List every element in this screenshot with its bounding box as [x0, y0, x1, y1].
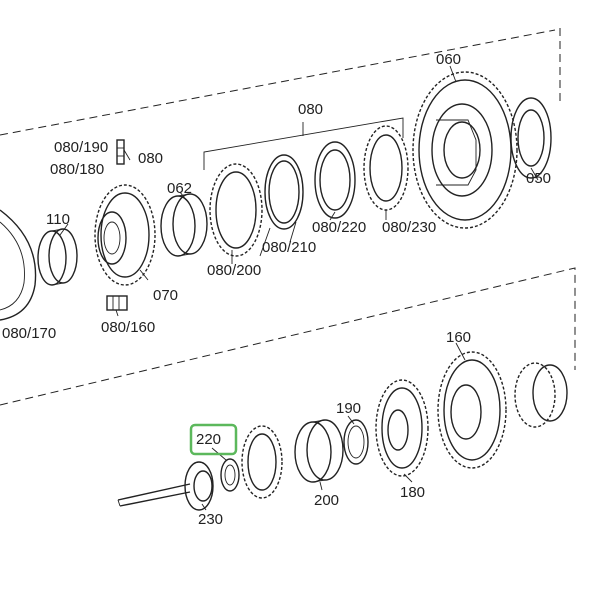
label-080[interactable]: 080	[298, 101, 323, 118]
part-080-220-ring[interactable]	[314, 141, 356, 219]
label-200[interactable]: 200	[314, 492, 339, 509]
label-190[interactable]: 190	[336, 400, 361, 417]
label-220[interactable]: 220	[196, 431, 221, 448]
label-070[interactable]: 070	[153, 287, 178, 304]
label-060[interactable]: 060	[436, 51, 461, 68]
part-shaft-bolt[interactable]	[117, 483, 191, 507]
upper-assembly-boundary	[0, 28, 576, 406]
part-180-gear[interactable]	[375, 379, 429, 477]
part-080-180-spring[interactable]	[116, 139, 125, 165]
part-080-160-block[interactable]	[106, 295, 128, 311]
label-080-200[interactable]: 080/200	[207, 262, 261, 279]
label-080-side[interactable]: 080	[138, 150, 163, 167]
part-050-washer[interactable]	[510, 97, 552, 179]
part-220-washer[interactable]	[220, 458, 240, 492]
highlight-box-220[interactable]	[189, 423, 238, 456]
part-end-gear[interactable]	[514, 362, 568, 428]
label-050[interactable]: 050	[526, 170, 551, 187]
part-small-gear[interactable]	[241, 425, 283, 499]
label-080-190[interactable]: 080/190	[54, 139, 108, 156]
leader-lines	[59, 65, 539, 511]
part-labels: 060 050 080 080/190 080/180 080 062 110 …	[2, 51, 551, 528]
part-080-170-gear[interactable]	[0, 209, 37, 321]
label-180[interactable]: 180	[400, 484, 425, 501]
label-080-220[interactable]: 080/220	[312, 219, 366, 236]
part-190-washer[interactable]	[343, 419, 369, 465]
part-060-gear[interactable]	[412, 71, 518, 229]
part-080-210-ring[interactable]	[264, 154, 304, 230]
label-080-170[interactable]: 080/170	[2, 325, 56, 342]
part-200-ring[interactable]	[294, 419, 344, 483]
label-080-180[interactable]: 080/180	[50, 161, 104, 178]
part-080-200-ring[interactable]	[209, 163, 263, 257]
label-110[interactable]: 110	[46, 211, 70, 228]
label-062[interactable]: 062	[167, 180, 192, 197]
part-080-230-ring[interactable]	[363, 125, 409, 211]
part-160-gear[interactable]	[437, 351, 507, 469]
label-230[interactable]: 230	[198, 511, 223, 528]
label-080-160[interactable]: 080/160	[101, 319, 155, 336]
label-080-230[interactable]: 080/230	[382, 219, 436, 236]
part-110-sleeve[interactable]	[37, 228, 78, 286]
part-062-sleeve[interactable]	[160, 193, 208, 257]
label-080-210[interactable]: 080/210	[262, 239, 316, 256]
label-160[interactable]: 160	[446, 329, 471, 346]
group-080-bracket	[203, 117, 404, 170]
part-070-hub[interactable]	[94, 184, 156, 286]
part-230-nut[interactable]	[184, 461, 214, 511]
